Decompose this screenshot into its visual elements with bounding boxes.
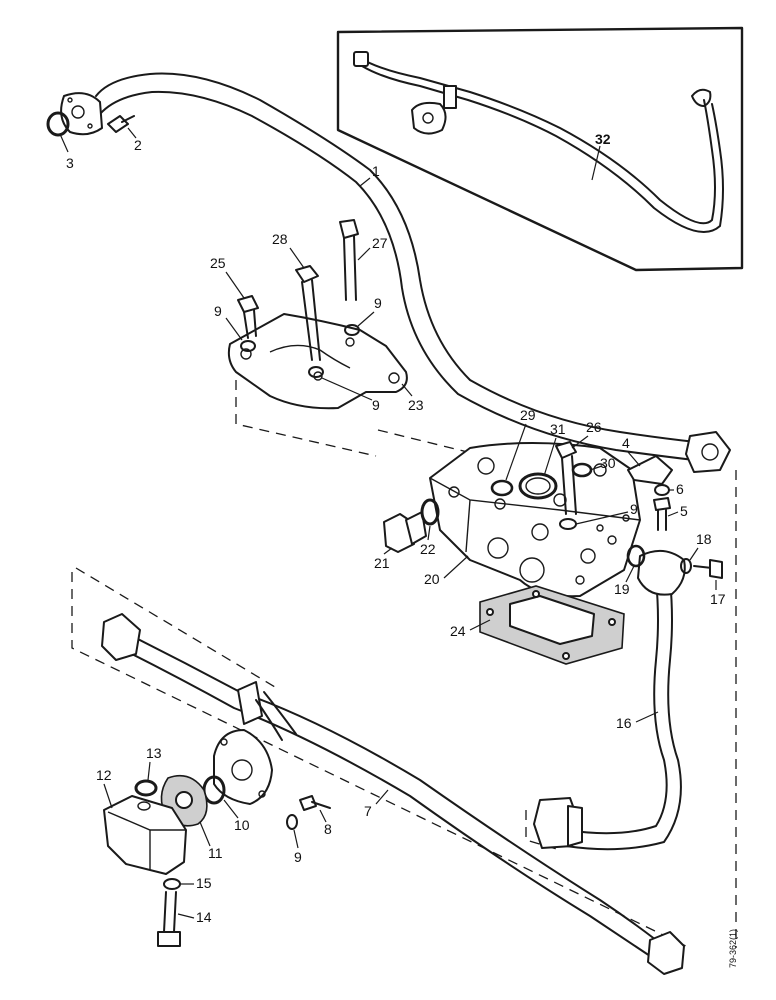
o-ring-3	[46, 111, 70, 137]
callout-16: 16	[616, 715, 632, 731]
callout-6: 6	[676, 481, 684, 497]
callout-9-d: 9	[630, 501, 638, 517]
callout-22: 22	[420, 541, 436, 557]
callout-2: 2	[134, 137, 142, 153]
inset-panel: 32	[336, 26, 744, 272]
washer-9-pipe7	[286, 814, 298, 830]
callout-9-a: 9	[214, 303, 222, 319]
callout-9-c: 9	[372, 397, 380, 413]
callout-29: 29	[520, 407, 536, 423]
callout-18: 18	[696, 531, 712, 547]
bolt-5	[653, 497, 671, 531]
bolt-26	[555, 441, 577, 515]
callout-27: 27	[372, 235, 388, 251]
callout-15: 15	[196, 875, 212, 891]
o-ring-13	[134, 779, 158, 797]
bolt-8	[299, 795, 331, 811]
seal-22	[420, 498, 440, 526]
callout-19: 19	[614, 581, 630, 597]
callout-11: 11	[208, 845, 223, 861]
washer-6	[654, 484, 670, 496]
valve-body-20	[429, 442, 641, 598]
reference-code: 79-362(1)	[728, 929, 738, 968]
callout-23: 23	[408, 397, 424, 413]
cover-plate-23	[227, 313, 408, 410]
washer-18	[680, 558, 692, 574]
bolt-14	[157, 891, 181, 947]
callout-10: 10	[234, 817, 250, 833]
bolt-25	[237, 295, 259, 339]
bracket-4	[627, 455, 673, 485]
callout-17: 17	[710, 591, 726, 607]
bolt-27	[339, 219, 359, 301]
plug-21	[383, 511, 427, 553]
callout-8: 8	[324, 821, 332, 837]
adapter-block-12	[103, 795, 187, 875]
inset-pipe-32	[353, 51, 724, 233]
callout-32: 32	[595, 131, 611, 147]
callout-30: 30	[600, 455, 616, 471]
o-ring-29	[490, 479, 514, 497]
callout-26: 26	[586, 419, 602, 435]
pipe-7	[101, 613, 685, 975]
callout-9-b: 9	[374, 295, 382, 311]
upper-pipe-1	[60, 72, 731, 473]
o-ring-31	[518, 472, 558, 500]
callout-14: 14	[196, 909, 212, 925]
callout-9-e: 9	[294, 849, 302, 865]
callout-24: 24	[450, 623, 466, 639]
o-ring-19	[626, 544, 646, 568]
callout-1: 1	[372, 163, 380, 179]
pipe-16	[533, 549, 686, 851]
bolt-17	[693, 559, 723, 579]
callout-3: 3	[66, 155, 74, 171]
callout-7: 7	[364, 803, 372, 819]
callout-12: 12	[96, 767, 112, 783]
bolt-28	[295, 265, 321, 361]
bolt-2	[107, 115, 135, 133]
callout-20: 20	[424, 571, 440, 587]
callout-25: 25	[210, 255, 226, 271]
callout-5: 5	[680, 503, 688, 519]
callout-21: 21	[374, 555, 390, 571]
gasket-24	[479, 585, 625, 665]
washer-15	[163, 878, 181, 890]
callout-28: 28	[272, 231, 288, 247]
callout-13: 13	[146, 745, 162, 761]
callout-4: 4	[622, 435, 630, 451]
washers-9-plate	[240, 324, 360, 378]
callout-31: 31	[550, 421, 566, 437]
